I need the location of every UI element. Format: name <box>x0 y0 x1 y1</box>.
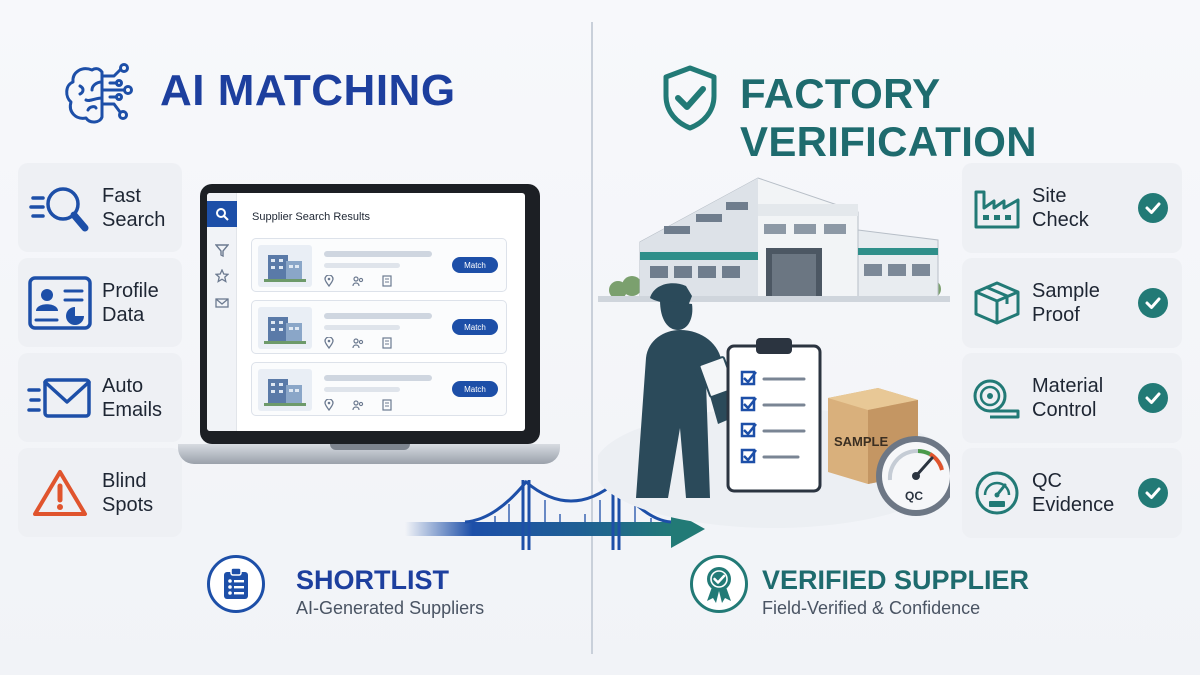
row-icons <box>324 275 392 287</box>
location-pin-icon <box>324 399 334 411</box>
supplier-result-row[interactable]: Match <box>251 300 507 354</box>
check-icon <box>1138 193 1168 223</box>
qc-gauge-icon <box>975 471 1019 515</box>
feature-sample-proof: Sample Proof <box>962 258 1182 348</box>
feature-label: Blind Spots <box>102 469 154 516</box>
placeholder-line <box>324 325 400 330</box>
people-icon <box>352 400 364 411</box>
check-icon <box>1138 478 1168 508</box>
building-thumbnail <box>258 369 312 411</box>
feature-site-check: Site Check <box>962 163 1182 253</box>
feature-auto-emails: Auto Emails <box>18 353 182 442</box>
placeholder-line <box>324 375 432 381</box>
row-icons <box>324 399 392 411</box>
location-pin-icon <box>324 275 334 287</box>
feature-label: Material Control <box>1032 375 1104 421</box>
results-title: Supplier Search Results <box>252 211 371 223</box>
check-icon <box>1138 288 1168 318</box>
match-button[interactable]: Match <box>452 319 498 335</box>
shortlist-subtitle: AI-Generated Suppliers <box>296 598 485 618</box>
feature-label: Auto Emails <box>102 374 163 421</box>
shortlist-badge <box>207 555 265 613</box>
clipboard-list-icon <box>224 567 248 599</box>
feature-label: QC Evidence <box>1032 470 1115 516</box>
factory-inspection-illustration: SAMPLE QC <box>598 177 950 528</box>
location-pin-icon <box>324 337 334 349</box>
feature-label: Site Check <box>1032 185 1089 231</box>
placeholder-line <box>324 313 432 319</box>
profile-card-icon <box>28 275 92 330</box>
match-button[interactable]: Match <box>452 257 498 273</box>
envelope-icon <box>27 377 91 418</box>
app-sidebar <box>207 193 237 431</box>
gauge-label: QC <box>905 489 923 503</box>
document-icon <box>382 399 392 411</box>
laptop-notch <box>330 444 410 450</box>
factory-icon <box>974 190 1020 229</box>
building-thumbnail <box>258 245 312 287</box>
verified-supplier-badge <box>690 555 748 613</box>
feature-blind-spots: Blind Spots <box>18 448 182 537</box>
people-icon <box>352 338 364 349</box>
placeholder-line <box>324 387 400 392</box>
verified-supplier-subtitle: Field-Verified & Confidence <box>762 598 981 618</box>
building-thumbnail <box>258 307 312 349</box>
document-icon <box>382 275 392 287</box>
shortlist-title: SHORTLIST <box>296 565 449 595</box>
box-icon <box>974 281 1020 325</box>
ai-matching-title: AI MATCHING <box>160 66 456 115</box>
feature-fast-search: Fast Search <box>18 163 182 252</box>
placeholder-line <box>324 251 432 257</box>
filter-icon[interactable] <box>215 243 229 257</box>
people-icon <box>352 276 364 287</box>
bridge-arrow-icon <box>405 479 705 550</box>
feature-label: Profile Data <box>102 279 159 326</box>
row-icons <box>324 337 392 349</box>
supplier-result-row[interactable]: Match <box>251 238 507 292</box>
document-icon <box>382 337 392 349</box>
star-icon[interactable] <box>215 269 229 283</box>
verified-supplier-title: VERIFIED SUPPLIER <box>762 565 1030 595</box>
warning-icon <box>33 469 87 516</box>
award-ribbon-icon <box>707 567 731 603</box>
brain-circuit-icon <box>65 63 133 124</box>
feature-label: Sample Proof <box>1032 280 1100 326</box>
feature-qc-evidence: QC Evidence <box>962 448 1182 538</box>
center-divider <box>591 22 593 654</box>
laptop-screen: Supplier Search Results Match Match <box>207 193 525 431</box>
supplier-result-row[interactable]: Match <box>251 362 507 416</box>
mail-icon[interactable] <box>215 296 229 310</box>
fabric-roll-icon <box>973 379 1020 419</box>
check-icon <box>1138 383 1168 413</box>
match-button[interactable]: Match <box>452 381 498 397</box>
feature-material-control: Material Control <box>962 353 1182 443</box>
sample-box-label: SAMPLE <box>834 434 889 449</box>
feature-profile-data: Profile Data <box>18 258 182 347</box>
factory-verification-title: FACTORY VERIFICATION <box>740 70 1037 165</box>
shield-check-icon <box>663 65 717 131</box>
search-icon[interactable] <box>207 201 237 227</box>
placeholder-line <box>324 263 400 268</box>
feature-label: Fast Search <box>102 184 166 231</box>
laptop-base <box>178 444 560 464</box>
magnifier-icon <box>29 186 89 231</box>
